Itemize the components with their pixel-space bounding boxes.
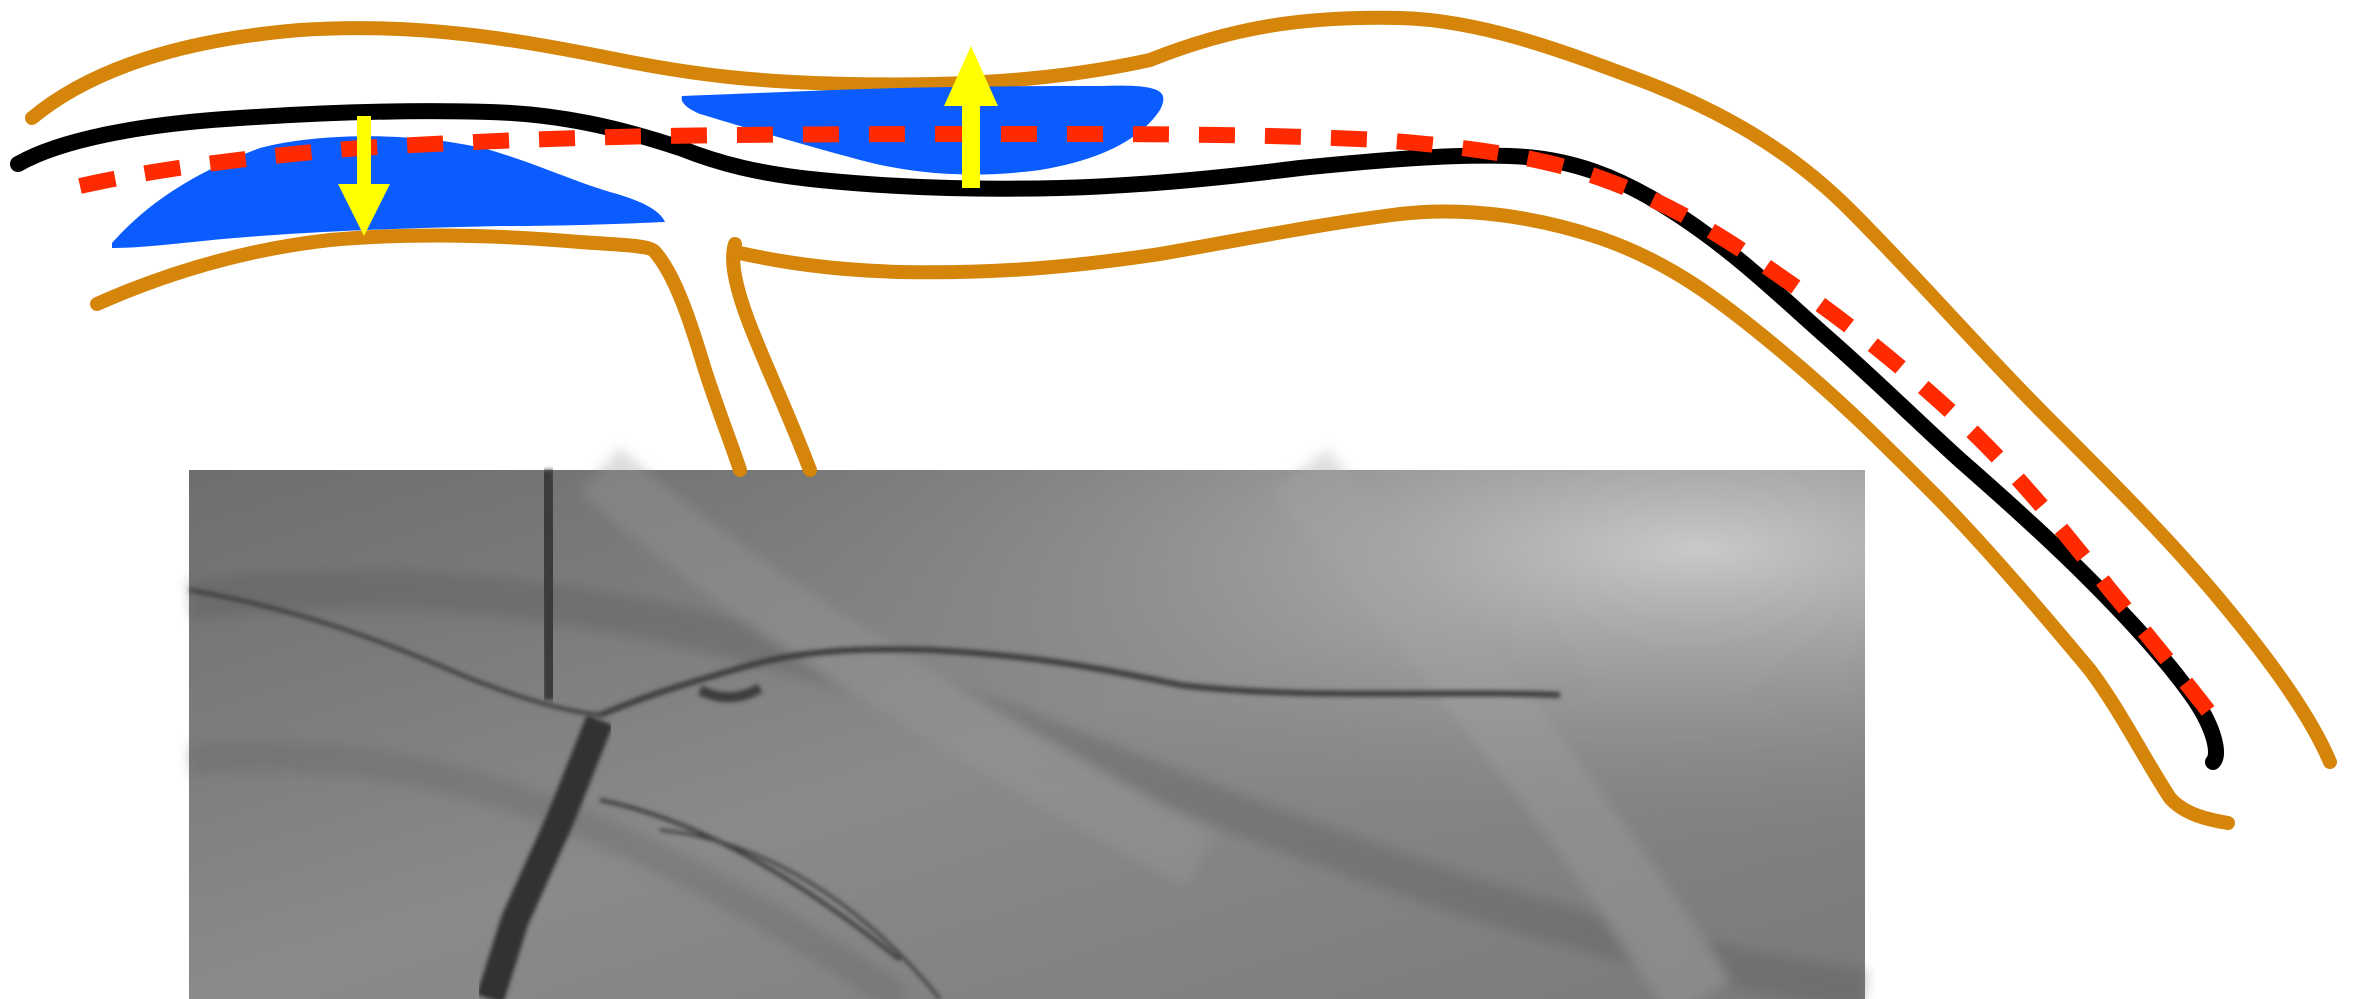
angiogram-image [189,470,1865,999]
side-branch-right-wall [733,244,810,470]
catheter [545,470,552,700]
vessel-lower-wall [97,236,740,470]
